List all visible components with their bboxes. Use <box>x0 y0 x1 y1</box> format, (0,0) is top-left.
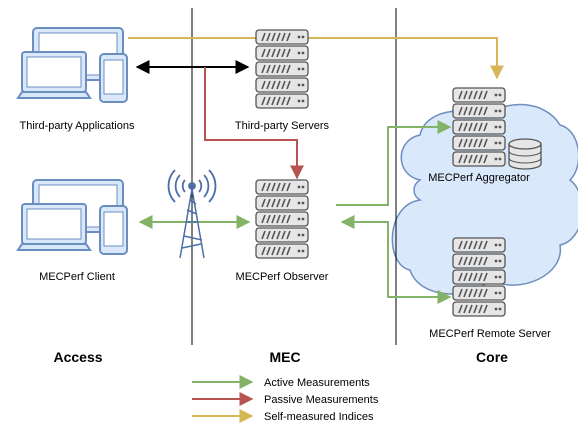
legend: Active Measurements Passive Measurements… <box>192 375 379 423</box>
legend-passive-label: Passive Measurements <box>264 394 379 406</box>
mecperf-observer-label: MECPerf Observer <box>236 271 329 283</box>
cell-tower-icon <box>167 169 217 259</box>
mecperf-remote-server-label: MECPerf Remote Server <box>429 328 551 340</box>
zone-access-label: Access <box>53 349 102 365</box>
third-party-servers-icon <box>255 29 309 109</box>
mecperf-aggregator-icon <box>452 87 506 167</box>
third-party-apps-icon <box>17 27 128 103</box>
observer-remote-link <box>340 215 452 304</box>
legend-self-measured-label: Self-measured Indices <box>264 411 374 423</box>
mecperf-client-label: MECPerf Client <box>39 271 115 283</box>
passive-measurement-arrow <box>204 67 304 180</box>
third-party-apps-label: Third-party Applications <box>20 120 135 132</box>
zone-core-label: Core <box>476 349 508 365</box>
mecperf-observer-icon <box>255 179 309 259</box>
zone-mec-label: MEC <box>269 349 300 365</box>
mecperf-client-icon <box>17 179 128 255</box>
mecperf-remote-server-icon <box>452 237 506 317</box>
observer-aggregator-link <box>336 120 452 206</box>
database-icon <box>508 138 542 170</box>
third-party-servers-label: Third-party Servers <box>235 120 330 132</box>
mecperf-aggregator-label: MECPerf Aggregator <box>428 172 530 184</box>
legend-active-label: Active Measurements <box>264 377 370 389</box>
self-measured-arrow <box>128 37 504 80</box>
